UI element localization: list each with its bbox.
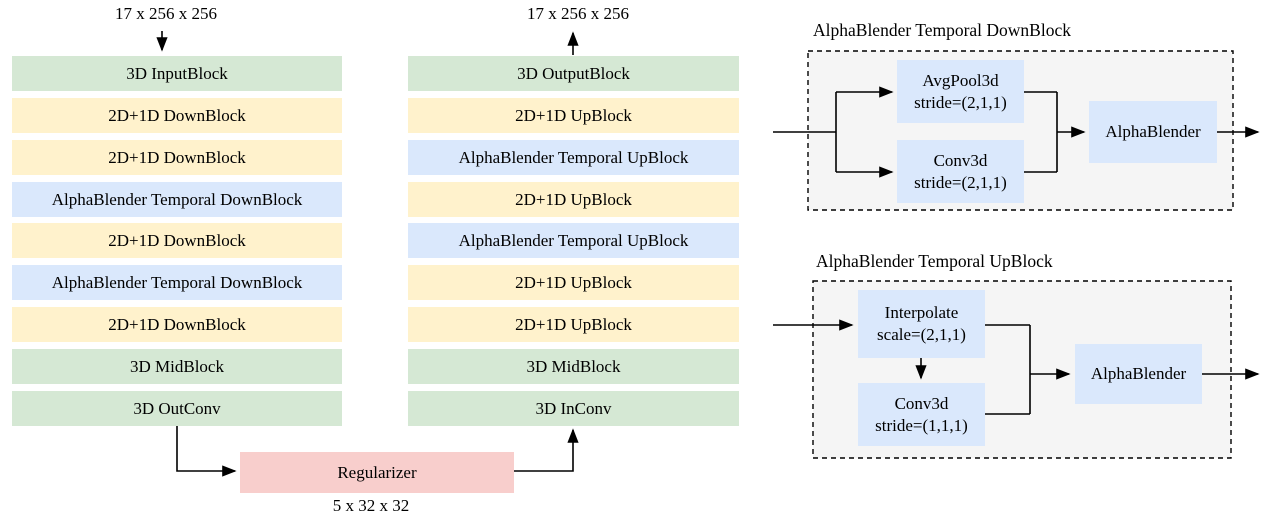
- decoder-block-alphablender-upblock-2: AlphaBlender Temporal UpBlock: [408, 223, 739, 258]
- downblock-avgpool3d-box: AvgPool3d stride=(2,1,1): [897, 60, 1024, 123]
- regularizer-to-decoder-arrow: [514, 428, 579, 472]
- encoder-block-3d-outconv: 3D OutConv: [12, 391, 342, 426]
- upblock-conv3d-box: Conv3d stride=(1,1,1): [858, 383, 985, 446]
- upblock-interpolate-box: Interpolate scale=(2,1,1): [858, 290, 985, 358]
- downblock-conv3d-box: Conv3d stride=(2,1,1): [897, 140, 1024, 203]
- upblock-alphablender-box: AlphaBlender: [1075, 344, 1202, 404]
- encoder-to-regularizer-arrow: [176, 426, 237, 477]
- upblock-detail-title: AlphaBlender Temporal UpBlock: [816, 251, 1053, 271]
- decoder-block-3d-inconv: 3D InConv: [408, 391, 739, 426]
- avgpool3d-stride: stride=(2,1,1): [914, 92, 1007, 112]
- encoder-block-2d1d-downblock-2: 2D+1D DownBlock: [12, 140, 342, 175]
- encoder-block-3d-inputblock: 3D InputBlock: [12, 56, 342, 91]
- downblock-alphablender-name: AlphaBlender: [1105, 122, 1201, 141]
- downblock-conv3d-name: Conv3d: [933, 150, 988, 170]
- encoder-block-alphablender-downblock-1: AlphaBlender Temporal DownBlock: [12, 182, 342, 217]
- decoder-output-shape-label: 17 x 256 x 256: [527, 4, 629, 23]
- decoder-block-3d-outputblock: 3D OutputBlock: [408, 56, 739, 91]
- latent-shape-label: 5 x 32 x 32: [332, 496, 410, 515]
- regularizer-block: Regularizer: [240, 452, 514, 493]
- downblock-conv3d-stride: stride=(2,1,1): [914, 172, 1007, 192]
- encoder-block-2d1d-downblock-1: 2D+1D DownBlock: [12, 98, 342, 133]
- interpolate-scale: scale=(2,1,1): [877, 325, 966, 344]
- decoder-block-2d1d-upblock-2: 2D+1D UpBlock: [408, 182, 739, 217]
- decoder-block-alphablender-upblock-1: AlphaBlender Temporal UpBlock: [408, 140, 739, 175]
- downblock-alphablender-box: AlphaBlender: [1089, 101, 1217, 163]
- upblock-conv3d-stride: stride=(1,1,1): [875, 415, 968, 435]
- interpolate-name: Interpolate: [884, 303, 959, 322]
- decoder-block-3d-midblock: 3D MidBlock: [408, 349, 739, 384]
- decoder-block-2d1d-upblock-1: 2D+1D UpBlock: [408, 98, 739, 133]
- upblock-conv3d-name: Conv3d: [894, 393, 949, 413]
- encoder-block-3d-midblock: 3D MidBlock: [12, 349, 342, 384]
- upblock-alphablender-name: AlphaBlender: [1090, 364, 1187, 383]
- downblock-detail-title: AlphaBlender Temporal DownBlock: [813, 20, 1071, 40]
- decoder-block-2d1d-upblock-3: 2D+1D UpBlock: [408, 265, 739, 300]
- decoder-block-2d1d-upblock-4: 2D+1D UpBlock: [408, 307, 739, 342]
- encoder-block-2d1d-downblock-4: 2D+1D DownBlock: [12, 307, 342, 342]
- avgpool3d-name: AvgPool3d: [922, 70, 999, 90]
- encoder-block-alphablender-downblock-2: AlphaBlender Temporal DownBlock: [12, 265, 342, 300]
- encoder-input-shape-label: 17 x 256 x 256: [115, 4, 217, 23]
- encoder-block-2d1d-downblock-3: 2D+1D DownBlock: [12, 223, 342, 258]
